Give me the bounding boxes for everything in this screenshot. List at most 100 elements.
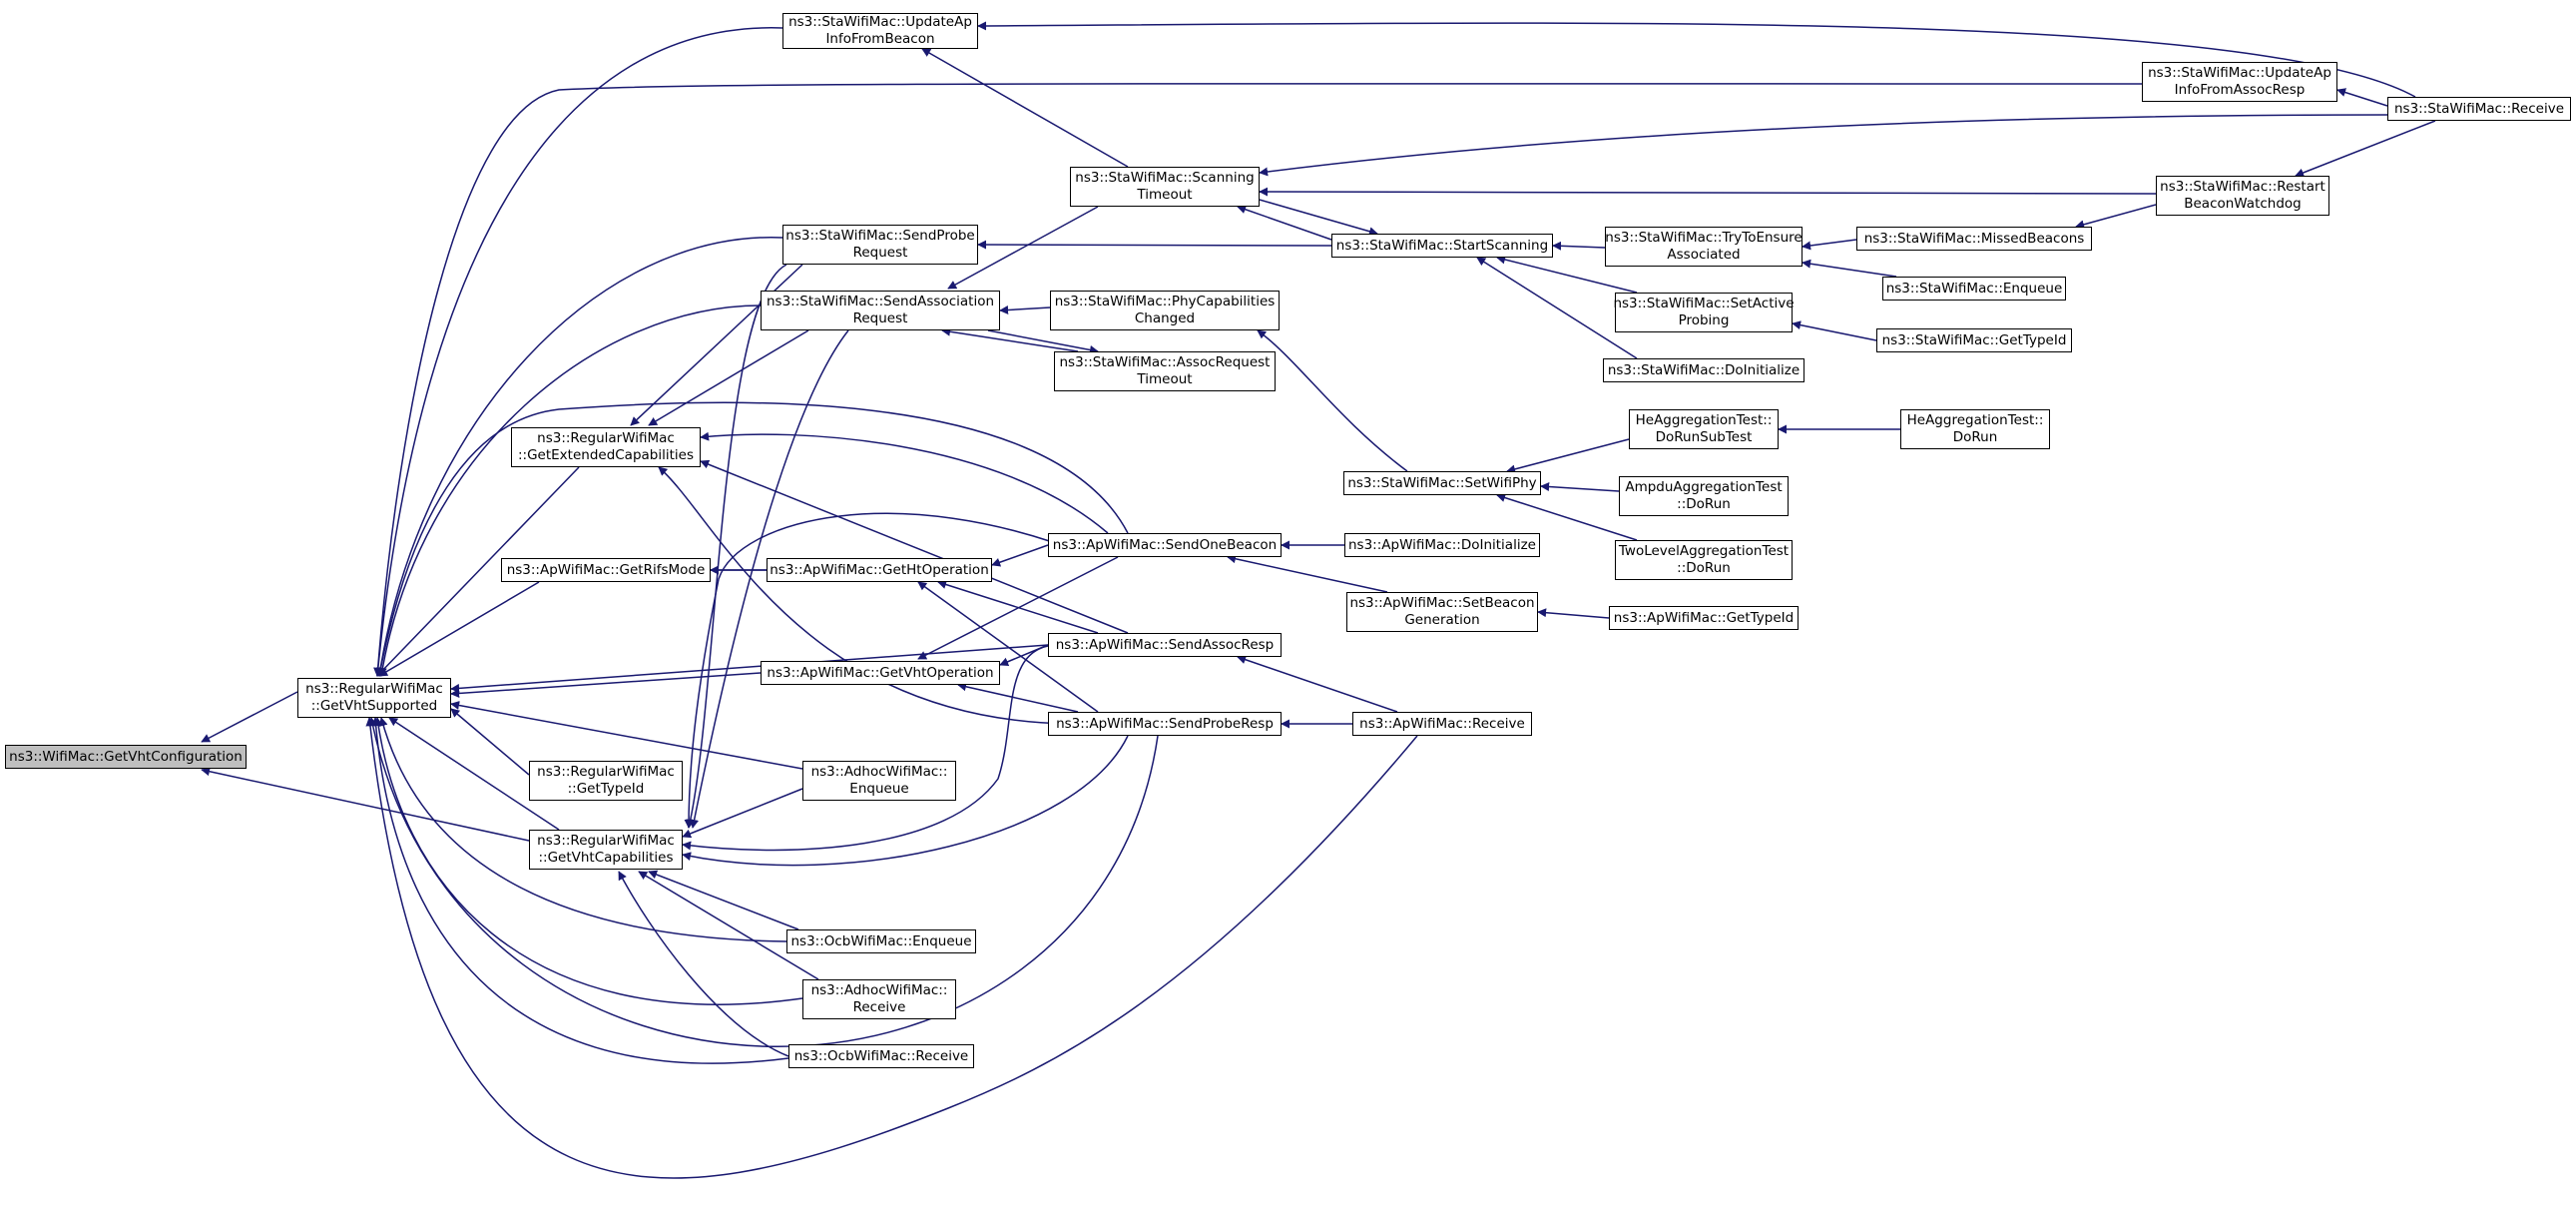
- node-stawifimac-doinitialize[interactable]: ns3::StaWifiMac::DoInitialize: [1603, 358, 1804, 382]
- edge-adhocreceive-to-getvhtsupported: [373, 717, 803, 1005]
- node-stawifimac-restartbeaconwatchdog[interactable]: ns3::StaWifiMac::Restart BeaconWatchdog: [2156, 176, 2329, 216]
- node-heaggregationtest-dorun[interactable]: HeAggregationTest:: DoRun: [1900, 409, 2050, 449]
- edge-doinit-to-startscanning: [1476, 257, 1638, 359]
- edge-enqueue-to-trytoensure: [1802, 259, 1897, 278]
- node-apwifimac-doinitialize[interactable]: ns3::ApWifiMac::DoInitialize: [1344, 533, 1540, 557]
- node-stawifimac-setactiveprobing[interactable]: ns3::StaWifiMac::SetActive Probing: [1613, 293, 1795, 332]
- edge-sendonebeacon-to-getvhtcap: [684, 512, 1089, 829]
- edge-setwifiphy-to-phycap: [1257, 329, 1408, 472]
- edge-gettypeid-to-setbeacongen: [1537, 608, 1610, 619]
- edge-adhocreceive-to-getvhtcap: [638, 871, 819, 980]
- edge-sendproberesp-to-gethtop: [917, 581, 1099, 713]
- edge-receive-to-restartwatchdog: [2295, 120, 2436, 178]
- node-stawifimac-startscanning[interactable]: ns3::StaWifiMac::StartScanning: [1331, 234, 1553, 258]
- node-regularwifimac-getextendedcapabilities[interactable]: ns3::RegularWifiMac ::GetExtendedCapabil…: [511, 427, 701, 467]
- edge-dorunsubtest-to-setwifiphy: [1506, 438, 1630, 474]
- edge-scanningtimeout-to-updateapbeacon: [921, 48, 1129, 168]
- node-adhocwifimac-receive[interactable]: ns3::AdhocWifiMac:: Receive: [802, 979, 956, 1019]
- node-twolevelaggregationtest-dorun[interactable]: TwoLevelAggregationTest ::DoRun: [1615, 540, 1793, 580]
- node-apwifimac-getvhtoperation[interactable]: ns3::ApWifiMac::GetVhtOperation: [761, 661, 1000, 685]
- edge-sendassoc-to-getextcap: [648, 329, 809, 426]
- edge-receive-to-updateapassocresp: [2336, 88, 2388, 107]
- edge-apreceive-to-sendassocresp: [1237, 655, 1398, 713]
- edge-gettypeid-to-setactiveprobing: [1792, 320, 1877, 341]
- edge-missedbeacons-to-trytoensure: [1802, 239, 1857, 251]
- node-apwifimac-sendproberesp[interactable]: ns3::ApWifiMac::SendProbeResp: [1048, 712, 1282, 736]
- edge-getvhtcap-to-getvhtsupported: [388, 717, 560, 831]
- edge-twolevel-to-setwifiphy: [1496, 493, 1638, 541]
- node-stawifimac-sendproberequest[interactable]: ns3::StaWifiMac::SendProbe Request: [782, 225, 978, 265]
- node-stawifimac-receive[interactable]: ns3::StaWifiMac::Receive: [2387, 97, 2571, 121]
- edge-ocbenqueue-to-getvhtsupported: [378, 717, 787, 942]
- node-stawifimac-assocrequesttimeout[interactable]: ns3::StaWifiMac::AssocRequest Timeout: [1054, 351, 1276, 391]
- node-apwifimac-setbeacongeneration[interactable]: ns3::ApWifiMac::SetBeacon Generation: [1346, 592, 1538, 632]
- edge-ocbreceive-to-getvhtsupported: [371, 717, 789, 1064]
- edge-sendassocresp-to-getvhtcap: [682, 644, 1069, 852]
- node-stawifimac-updateapinfofromassocresp[interactable]: ns3::StaWifiMac::UpdateAp InfoFromAssocR…: [2142, 62, 2337, 102]
- edge-sendassocresp-to-getvhtop: [999, 644, 1049, 667]
- node-regularwifimac-gettypeid[interactable]: ns3::RegularWifiMac ::GetTypeId: [529, 761, 683, 801]
- edge-sendonebeacon-to-gethtop: [991, 544, 1049, 567]
- edge-restartwatchdog-to-scanningtimeout: [1259, 187, 2157, 197]
- edge-getrifs-to-getvhtsupported: [378, 581, 540, 677]
- edge-getvhtsupported-to-getvhtconfiguration: [201, 691, 298, 743]
- edge-scanningtimeout-to-startscanning: [1259, 199, 1378, 237]
- node-stawifimac-setwifiphy[interactable]: ns3::StaWifiMac::SetWifiPhy: [1343, 471, 1541, 495]
- node-regularwifimac-getvhtsupported[interactable]: ns3::RegularWifiMac ::GetVhtSupported: [297, 678, 451, 718]
- node-stawifimac-scanningtimeout[interactable]: ns3::StaWifiMac::Scanning Timeout: [1070, 167, 1260, 207]
- edge-getvhtcapabilities-to-getvhtconfiguration: [201, 767, 530, 842]
- edge-adhocenqueue-to-getvhtsupported: [450, 701, 803, 770]
- edge-sendassocresp-to-getextcap: [700, 459, 1129, 634]
- edge-receive-to-scanningtimeout: [1259, 114, 2388, 177]
- edge-sendassoc-to-assocreqtimeout: [987, 329, 1099, 354]
- node-wifimac-getvhtconfiguration[interactable]: ns3::WifiMac::GetVhtConfiguration: [5, 745, 247, 769]
- edge-ocbenqueue-to-getvhtcap: [648, 870, 799, 930]
- edge-sendonebeacon-to-getvhtsupported: [376, 401, 1129, 677]
- edge-sendassocresp-to-getvhtsupported: [450, 644, 1049, 693]
- node-apwifimac-sendassocresp[interactable]: ns3::ApWifiMac::SendAssocResp: [1048, 633, 1282, 657]
- node-stawifimac-updateapinfofrombeacon[interactable]: ns3::StaWifiMac::UpdateAp InfoFromBeacon: [782, 13, 978, 49]
- edge-sendproberesp-to-getvhtsupported: [368, 717, 1159, 1047]
- node-stawifimac-sendassociationrequest[interactable]: ns3::StaWifiMac::SendAssociation Request: [761, 291, 1000, 330]
- node-stawifimac-phycapabilitieschanged[interactable]: ns3::StaWifiMac::PhyCapabilities Changed: [1050, 291, 1280, 330]
- node-ampduaggregationtest-dorun[interactable]: AmpduAggregationTest ::DoRun: [1619, 476, 1789, 516]
- edge-ampdu-to-setwifiphy: [1540, 482, 1620, 492]
- edge-startscanning-to-scanningtimeout: [1237, 205, 1332, 241]
- edge-gettypeid-to-getvhtsupported: [450, 708, 530, 776]
- edge-updateapbeacon-to-getvhtsupported: [373, 27, 783, 677]
- edge-ocbreceive-to-getvhtcap: [618, 871, 789, 1057]
- node-stawifimac-trytoensureassociated[interactable]: ns3::StaWifiMac::TryToEnsure Associated: [1605, 227, 1803, 267]
- edge-getvhtop-to-getvhtsupported: [450, 672, 762, 698]
- edge-sendassoc-to-getvhtcap: [690, 329, 849, 829]
- node-heaggregationtest-dorunsubtest[interactable]: HeAggregationTest:: DoRunSubTest: [1629, 409, 1779, 449]
- edge-sendprobe-to-getextcap: [630, 264, 803, 426]
- edge-phycap-to-sendassoc: [999, 306, 1051, 315]
- edge-adhocenqueue-to-getvhtcap: [682, 788, 803, 839]
- edge-startscanning-to-sendprobe: [977, 240, 1332, 250]
- edge-sendprobe-to-getvhtcap: [686, 264, 787, 829]
- node-apwifimac-getrifsmode[interactable]: ns3::ApWifiMac::GetRifsMode: [501, 558, 711, 582]
- node-apwifimac-gettypeid[interactable]: ns3::ApWifiMac::GetTypeId: [1609, 606, 1799, 630]
- node-ocbwifimac-receive[interactable]: ns3::OcbWifiMac::Receive: [788, 1044, 974, 1068]
- edge-sendproberesp-to-getvhtop: [957, 682, 1079, 713]
- edge-sendonebeacon-to-getvhtop: [917, 556, 1119, 660]
- node-stawifimac-gettypeid[interactable]: ns3::StaWifiMac::GetTypeId: [1876, 328, 2072, 352]
- node-adhocwifimac-enqueue[interactable]: ns3::AdhocWifiMac:: Enqueue: [802, 761, 956, 801]
- edge-trytoensure-to-startscanning: [1552, 241, 1606, 251]
- edge-sendonebeacon-to-getextcap: [700, 431, 1109, 534]
- node-apwifimac-receive[interactable]: ns3::ApWifiMac::Receive: [1352, 712, 1532, 736]
- edge-sendproberesp-to-getextcap: [658, 466, 1069, 725]
- node-regularwifimac-getvhtcapabilities[interactable]: ns3::RegularWifiMac ::GetVhtCapabilities: [529, 830, 683, 870]
- edge-sendproberesp-to-getvhtcap: [682, 735, 1129, 867]
- node-stawifimac-enqueue[interactable]: ns3::StaWifiMac::Enqueue: [1882, 277, 2066, 301]
- edge-assocreqtimeout-to-sendassoc: [941, 326, 1079, 352]
- node-apwifimac-gethtoperation[interactable]: ns3::ApWifiMac::GetHtOperation: [767, 558, 992, 582]
- node-apwifimac-sendonebeacon[interactable]: ns3::ApWifiMac::SendOneBeacon: [1048, 533, 1282, 557]
- node-stawifimac-missedbeacons[interactable]: ns3::StaWifiMac::MissedBeacons: [1856, 227, 2092, 251]
- edge-updateapassocresp-to-getvhtsupported: [373, 83, 2143, 677]
- edge-setbeacongen-to-sendonebeacon: [1227, 554, 1388, 593]
- edge-apreceive-to-getvhtsupported: [365, 717, 1418, 1179]
- node-ocbwifimac-enqueue[interactable]: ns3::OcbWifiMac::Enqueue: [786, 929, 976, 953]
